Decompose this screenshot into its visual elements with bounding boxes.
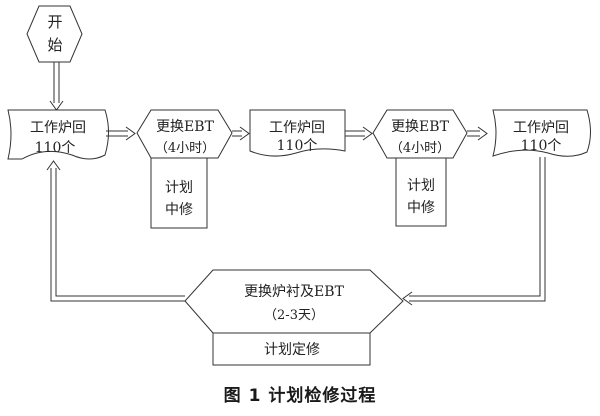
work-furnace-node-2: 工作炉回 110个 [249,109,346,157]
lining-change-line2: （2-3天） [264,308,324,323]
connector-work2-to-ebt2 [345,126,373,141]
connector-ebt1-to-work2 [232,126,250,141]
scheduled-repair-label: 计划定修 [264,342,320,358]
ebt-change-node-2: 更换EBT （4小时） [372,109,468,159]
connector-ebt2-to-work3 [467,126,488,141]
work-furnace-1-line2: 110个 [35,140,76,156]
work-furnace-3-line1: 工作炉回 [513,120,569,136]
lining-change-node: 更换炉衬及EBT （2-3天） [184,269,404,334]
mid-repair-box-2: 计划 中修 [395,157,447,227]
start-node: 开 始 [26,5,83,63]
connector-start-to-work1 [49,62,64,111]
start-label-line1: 开 [47,13,62,31]
ebt-change-node-1: 更换EBT （4小时） [136,109,233,159]
connector-work3-to-lining [402,157,546,306]
mid-repair-2-line1: 计划 [407,178,435,194]
work-furnace-1-line1: 工作炉回 [30,120,86,136]
mid-repair-1-line2: 中修 [165,202,193,218]
scheduled-repair-box: 计划定修 [212,332,371,366]
work-furnace-2-line2: 110个 [277,138,318,154]
figure-caption: 图 1 计划检修过程 [223,386,377,406]
ebt-change-1-line2: （4小时） [155,141,215,156]
ebt-change-1-line1: 更换EBT [156,118,215,135]
work-furnace-node-1: 工作炉回 110个 [7,109,109,160]
work-furnace-2-line1: 工作炉回 [269,120,325,136]
connector-work1-to-ebt1 [106,126,136,141]
start-label-line2: 始 [47,36,62,54]
work-furnace-3-line2: 110个 [521,138,562,154]
mid-repair-1-line1: 计划 [165,180,193,196]
lining-change-line1: 更换炉衬及EBT [244,283,345,300]
connector-lining-to-work1 [46,160,185,302]
mid-repair-2-line2: 中修 [407,200,435,216]
ebt-change-2-line1: 更换EBT [391,118,450,135]
work-furnace-node-3: 工作炉回 110个 [492,109,591,157]
ebt-change-2-line2: （4小时） [390,141,450,156]
mid-repair-box-1: 计划 中修 [150,157,208,229]
